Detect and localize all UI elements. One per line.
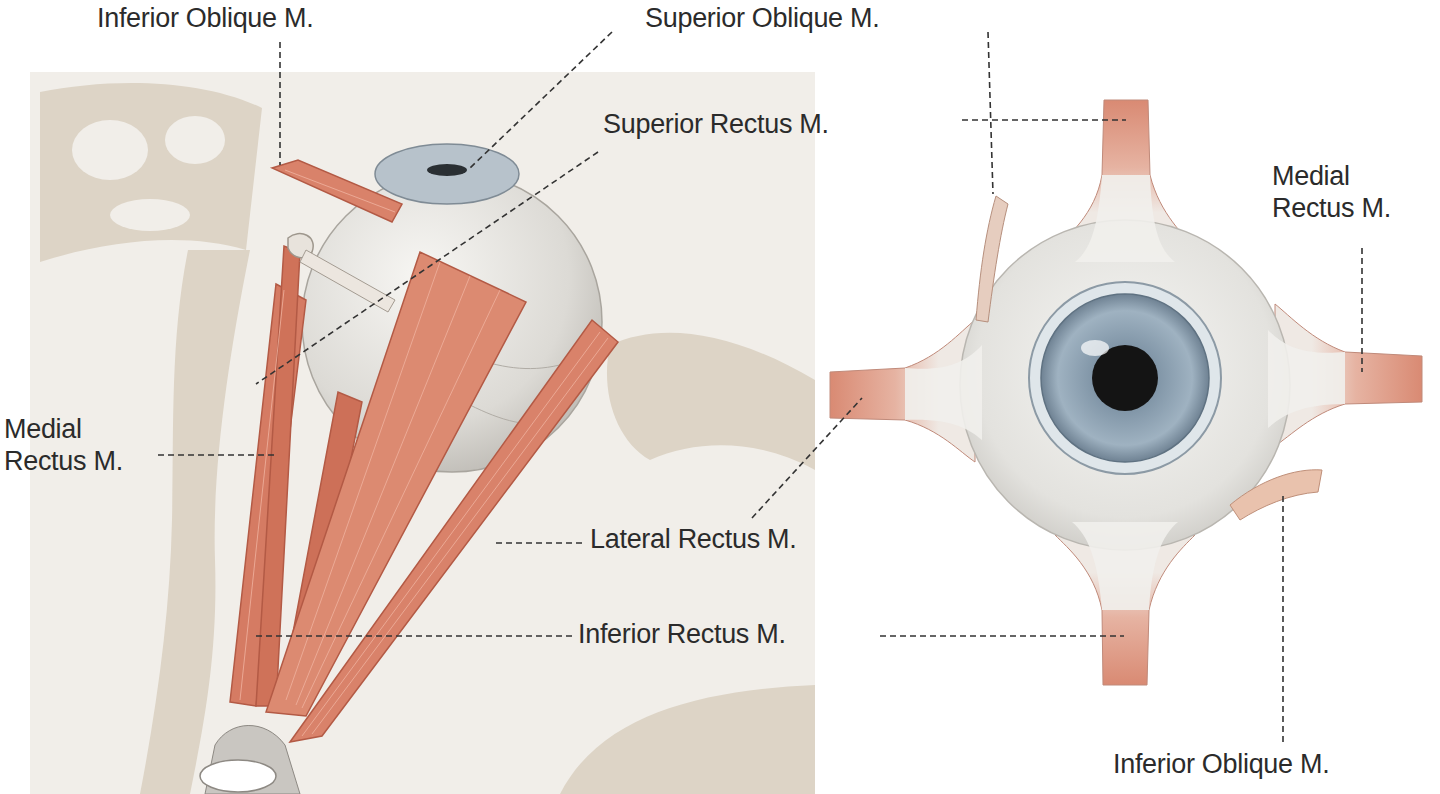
leader-lines-part <box>962 119 1126 121</box>
leader-lines-part <box>279 42 281 165</box>
eyeball-top-view-part <box>427 164 467 176</box>
extraocular-muscles-part <box>272 160 402 222</box>
leader-lines-part <box>988 32 993 194</box>
muscle-label: Superior Oblique M. <box>645 2 879 34</box>
muscle-striations-part <box>312 338 608 734</box>
eyeball-front-view-part <box>1029 282 1221 474</box>
eyeball-front-view-part <box>1230 470 1322 520</box>
optic-canal <box>200 725 300 794</box>
orbit-panel-part <box>72 120 148 180</box>
eyeball-front-view-part <box>1268 330 1345 428</box>
orbit-panel-part <box>30 72 815 794</box>
orbit-panel-part <box>560 685 815 794</box>
eyeball-front-view-part <box>1041 294 1209 462</box>
eyeball-front-view-part <box>976 196 1008 322</box>
orbit-panel <box>30 72 815 794</box>
eyeball-front-view-part <box>905 345 982 440</box>
optic-canal-part <box>200 760 276 792</box>
extraocular-muscles-part <box>300 250 395 312</box>
muscle-striations <box>240 170 608 736</box>
muscle-label: Medial Rectus M. <box>1272 160 1432 225</box>
eyeball-front-view-part <box>1075 175 1175 262</box>
muscle-striations-part <box>240 290 284 700</box>
orbit-panel-part <box>165 116 225 164</box>
leader-lines-part <box>880 635 1124 637</box>
muscle-label: Inferior Oblique M. <box>1113 748 1329 780</box>
leader-lines-part <box>470 32 612 168</box>
muscle-label: Medial Rectus M. <box>4 413 154 478</box>
leader-lines-part <box>752 398 862 518</box>
extraocular-muscles-part <box>290 320 618 742</box>
muscle-label: Inferior Oblique M. <box>97 2 313 34</box>
muscle-label: Superior Rectus M. <box>603 108 829 140</box>
leader-lines-part <box>256 635 572 637</box>
leader-lines <box>158 32 1362 742</box>
leader-lines-part <box>256 152 598 384</box>
eyeball-top-view-part <box>375 144 519 204</box>
extraocular-muscles <box>230 160 618 742</box>
leader-lines-part <box>158 454 275 456</box>
leader-lines-part <box>1282 496 1284 742</box>
eyeball-front-view-part <box>1072 522 1178 610</box>
muscle-striations-part <box>285 170 395 212</box>
muscle-striations-part <box>302 332 600 736</box>
muscle-striations-part <box>286 262 440 700</box>
muscle-label: Inferior Rectus M. <box>578 618 786 650</box>
orbit-panel-part <box>607 333 815 470</box>
orbit-panel-part <box>140 250 250 794</box>
leader-lines-part <box>494 542 582 544</box>
muscle-striations-part <box>296 276 470 705</box>
leader-lines-part <box>1361 248 1363 372</box>
orbit-panel-part <box>40 83 262 262</box>
muscle-label: Lateral Rectus M. <box>590 523 796 555</box>
orbit-panel-part <box>110 199 190 231</box>
muscle-striations-part <box>302 290 500 708</box>
eyeball-front-view-part <box>1081 340 1109 356</box>
